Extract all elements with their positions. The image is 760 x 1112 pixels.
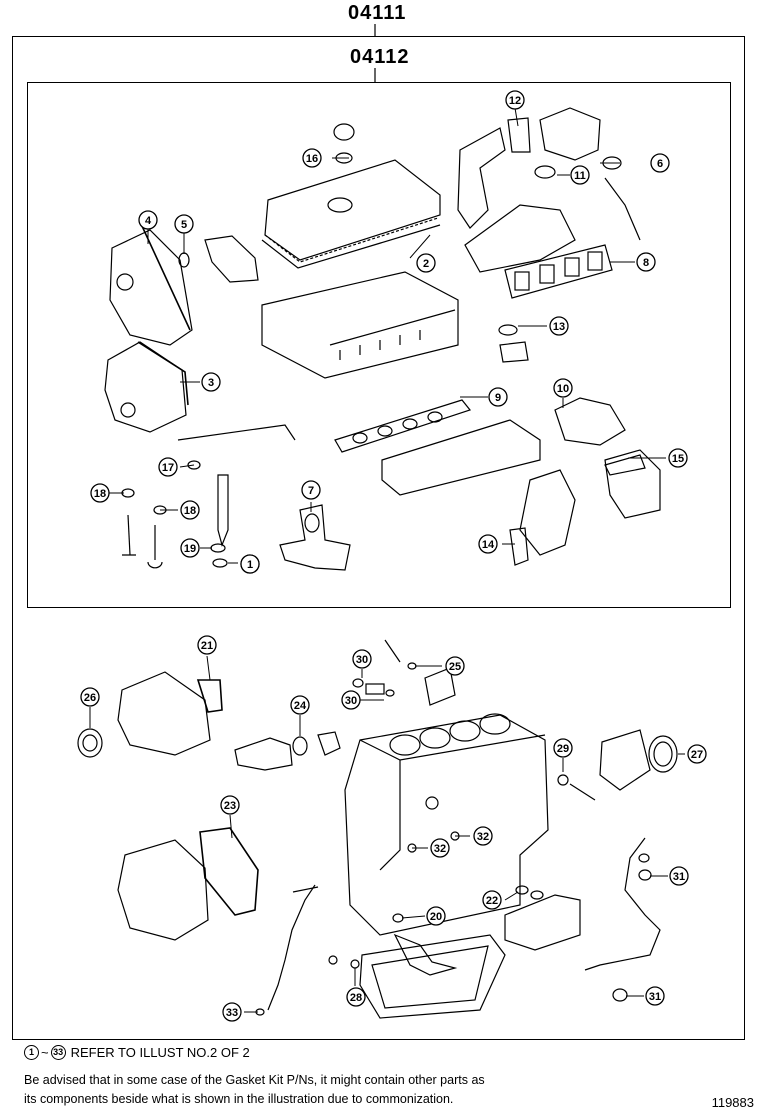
- callout-32: 32: [473, 826, 493, 846]
- callout-14: 14: [478, 534, 498, 554]
- callout-29: 29: [553, 738, 573, 758]
- callout-17: 17: [158, 457, 178, 477]
- callout-30: 30: [352, 649, 372, 669]
- callout-number: 30: [345, 695, 357, 707]
- callout-18: 18: [90, 483, 110, 503]
- callout-number: 3: [208, 377, 214, 389]
- callout-10: 10: [553, 378, 573, 398]
- callout-ref-start: 1: [24, 1045, 39, 1060]
- gasket-kit-frame: [27, 82, 731, 608]
- callout-7: 7: [301, 480, 321, 500]
- callout-number: 32: [434, 843, 446, 855]
- callout-number: 7: [308, 485, 314, 497]
- callout-30: 30: [341, 690, 361, 710]
- callout-number: 9: [495, 392, 501, 404]
- callout-number: 33: [226, 1007, 238, 1019]
- callout-number: 22: [486, 895, 498, 907]
- callout-8: 8: [636, 252, 656, 272]
- callout-number: 20: [430, 911, 442, 923]
- callout-number: 12: [509, 95, 521, 107]
- refer-text: REFER TO ILLUST NO.2 OF 2: [70, 1045, 250, 1060]
- callout-number: 31: [673, 871, 685, 883]
- callout-number: 31: [649, 991, 661, 1003]
- callout-13: 13: [549, 316, 569, 336]
- callout-number: 2: [423, 258, 429, 270]
- callout-11: 11: [570, 165, 590, 185]
- callout-number: 18: [184, 505, 196, 517]
- callout-number: 23: [224, 800, 236, 812]
- callout-number: 19: [184, 543, 196, 555]
- refer-separator: ~: [41, 1045, 49, 1060]
- callout-12: 12: [505, 90, 525, 110]
- callout-number: 4: [145, 215, 152, 227]
- callout-31: 31: [645, 986, 665, 1006]
- callout-number: 17: [162, 462, 174, 474]
- callout-number: 6: [657, 158, 663, 170]
- callout-31: 31: [669, 866, 689, 886]
- callout-6: 6: [650, 153, 670, 173]
- callout-9: 9: [488, 387, 508, 407]
- illustration-number: 119883: [711, 1095, 754, 1110]
- callout-27: 27: [687, 744, 707, 764]
- callout-number: 26: [84, 692, 96, 704]
- callout-5: 5: [174, 214, 194, 234]
- callout-1: 1: [240, 554, 260, 574]
- callout-number: 1: [247, 559, 253, 571]
- callout-26: 26: [80, 687, 100, 707]
- callout-16: 16: [302, 148, 322, 168]
- callout-number: 30: [356, 654, 368, 666]
- callout-24: 24: [290, 695, 310, 715]
- callout-18: 18: [180, 500, 200, 520]
- callout-number: 24: [294, 700, 307, 712]
- callout-number: 29: [557, 743, 569, 755]
- refer-note: 1 ~ 33 REFER TO ILLUST NO.2 OF 2: [24, 1045, 250, 1060]
- callout-number: 13: [553, 321, 565, 333]
- callout-20: 20: [426, 906, 446, 926]
- assembly-frame: [12, 36, 745, 1040]
- callout-32: 32: [430, 838, 450, 858]
- callout-number: 14: [482, 539, 495, 551]
- callout-number: 32: [477, 831, 489, 843]
- callout-2: 2: [416, 253, 436, 273]
- kit-code: 04112: [350, 46, 410, 68]
- commonization-note-line2: its components beside what is shown in t…: [24, 1092, 454, 1106]
- callout-3: 3: [201, 372, 221, 392]
- callout-number: 15: [672, 453, 684, 465]
- commonization-note-line1: Be advised that in some case of the Gask…: [24, 1073, 485, 1087]
- callout-number: 11: [574, 170, 586, 182]
- callout-25: 25: [445, 656, 465, 676]
- callout-23: 23: [220, 795, 240, 815]
- callout-number: 5: [181, 219, 187, 231]
- callout-28: 28: [346, 987, 366, 1007]
- callout-15: 15: [668, 448, 688, 468]
- callout-number: 8: [643, 257, 649, 269]
- callout-number: 28: [350, 992, 362, 1004]
- callout-19: 19: [180, 538, 200, 558]
- assembly-code: 04111: [348, 2, 407, 24]
- callout-ref-end: 33: [50, 1045, 66, 1060]
- callout-33: 33: [222, 1002, 242, 1022]
- callout-21: 21: [197, 635, 217, 655]
- callout-number: 16: [306, 153, 318, 165]
- callout-number: 25: [449, 661, 461, 673]
- callout-number: 27: [691, 749, 703, 761]
- callout-4: 4: [138, 210, 158, 230]
- callout-number: 21: [201, 640, 213, 652]
- callout-number: 10: [557, 383, 569, 395]
- callout-number: 18: [94, 488, 106, 500]
- callout-22: 22: [482, 890, 502, 910]
